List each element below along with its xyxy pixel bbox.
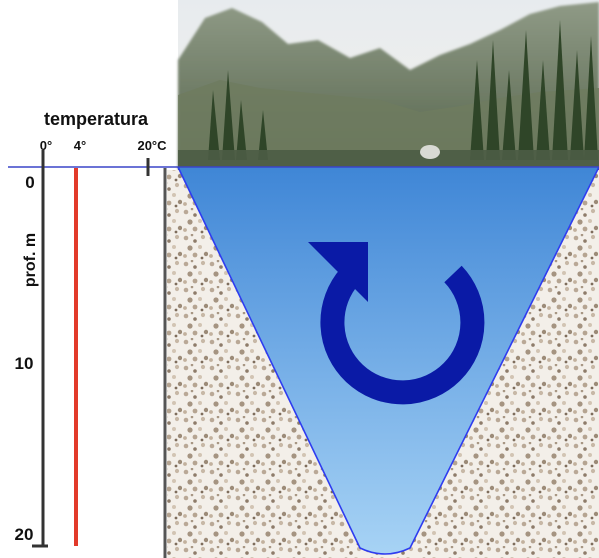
circulation-arrow-icon [308,242,485,405]
depth-tick-10: 10 [15,354,34,373]
depth-axis-label: prof. m [22,233,39,287]
depth-tick-20: 20 [15,525,34,544]
temperature-tick-20: 20°C [137,138,167,153]
mountain-landscape-image [178,0,599,170]
lake-water-body [178,167,599,554]
depth-tick-0: 0 [25,173,34,192]
lake-shoreline [177,166,599,555]
temperature-tick-0: 0° [40,138,52,153]
temperature-title: temperatura [44,109,149,129]
temperature-tick-4: 4° [74,138,86,153]
